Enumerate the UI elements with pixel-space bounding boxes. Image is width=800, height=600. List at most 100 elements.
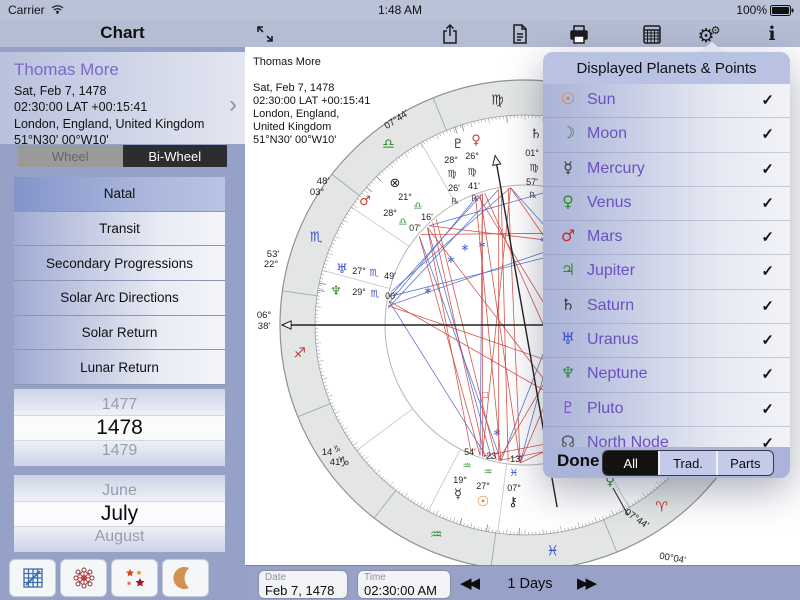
- person-place: London, England, United Kingdom: [14, 116, 205, 131]
- svg-text:∗: ∗: [477, 238, 486, 251]
- menu-item-secondary-progressions[interactable]: Secondary Progressions: [14, 246, 225, 282]
- wheel-label: 06°: [257, 310, 272, 321]
- wheel-label: ♎: [414, 201, 423, 212]
- wheel-label: 27°: [352, 266, 366, 276]
- person-time: 02:30:00 LAT +00:15:41: [14, 100, 148, 115]
- planet-list: ☉Sun✓☽Moon✓☿Mercury✓♀Venus✓♂Mars✓♃Jupite…: [543, 84, 790, 447]
- menu-item-lunar-return[interactable]: Lunar Return: [14, 350, 225, 386]
- year-picker-value-below: 1479: [101, 441, 138, 459]
- planet-label: Neptune: [587, 365, 648, 383]
- expand-icon[interactable]: [252, 21, 278, 46]
- year-picker-value-selected: 1478: [14, 414, 225, 441]
- menu-item-solar-return[interactable]: Solar Return: [14, 315, 225, 351]
- zodiac-glyph-0: ♈: [655, 499, 668, 515]
- grid-edit-button[interactable]: [9, 559, 56, 597]
- share-icon[interactable]: [437, 21, 463, 46]
- menu-item-transit[interactable]: Transit: [14, 211, 225, 247]
- planet-row-mars[interactable]: ♂Mars✓: [543, 221, 790, 256]
- wheel-label: 16': [421, 212, 433, 222]
- year-picker-value-above: 1477: [101, 395, 138, 413]
- planet-row-jupiter[interactable]: ♃Jupiter✓: [543, 255, 790, 290]
- wheel-label: ♎: [399, 217, 408, 228]
- planet-row-mercury[interactable]: ☿Mercury✓: [543, 152, 790, 187]
- planet-label: Mercury: [587, 159, 645, 177]
- svg-text:□: □: [481, 390, 489, 399]
- filter-all[interactable]: All: [603, 451, 659, 475]
- planet-row-sun[interactable]: ☉Sun✓: [543, 84, 790, 119]
- wheel-label: ♍: [448, 169, 457, 180]
- done-button[interactable]: Done: [557, 451, 600, 470]
- planet-row-venus[interactable]: ♀Venus✓: [543, 186, 790, 222]
- wheel-label: 53': [267, 249, 280, 260]
- wheel-label: ♀: [605, 474, 615, 489]
- wheel-label: ♑: [333, 445, 341, 455]
- wifi-icon: [51, 5, 64, 14]
- menu-item-natal[interactable]: Natal: [14, 177, 225, 212]
- zodiac-glyph-5: ♍: [491, 93, 504, 109]
- moon-glyph-icon: ☽: [560, 123, 576, 143]
- print-icon[interactable]: [566, 21, 592, 46]
- planet-row-moon[interactable]: ☽Moon✓: [543, 118, 790, 153]
- wheel-label: 49': [384, 271, 396, 281]
- settings-gears-icon[interactable]: ⚙⚙: [697, 24, 721, 47]
- displayed-planets-popup: Displayed Planets & Points ☉Sun✓☽Moon✓☿M…: [543, 52, 790, 478]
- wheel-label: 21°: [398, 192, 412, 202]
- wheel-label: 03°: [310, 187, 325, 198]
- time-field[interactable]: Time 02:30:00 AM: [357, 570, 451, 599]
- step-back-button[interactable]: ◀◀: [460, 575, 480, 592]
- battery-percent: 100%: [736, 3, 767, 17]
- planet-row-saturn[interactable]: ♄Saturn✓: [543, 289, 790, 325]
- person-name: Thomas More: [14, 60, 119, 79]
- wheel-label: ♀: [471, 133, 481, 148]
- planet-label: Venus: [587, 193, 632, 211]
- network-icon: [73, 567, 94, 589]
- planet-row-uranus[interactable]: ♅Uranus✓: [543, 324, 790, 359]
- checkmark-icon: ✓: [761, 229, 774, 247]
- ephemeris-table-icon[interactable]: [639, 21, 665, 46]
- checkmark-icon: ✓: [761, 194, 774, 212]
- moon-phase-button[interactable]: [162, 559, 209, 597]
- wheel-label: ♒: [463, 461, 472, 472]
- wheel-label: ♅: [336, 262, 348, 277]
- planet-row-pluto[interactable]: ♇Pluto✓: [543, 392, 790, 427]
- wheel-label: 19°: [453, 475, 467, 485]
- aspect-network-button[interactable]: [60, 559, 107, 597]
- wheel-label: ♏: [370, 268, 379, 279]
- date-field[interactable]: Date Feb 7, 1478: [258, 570, 348, 599]
- battery-status: 100%: [736, 3, 794, 17]
- planet-label: Sun: [587, 91, 616, 108]
- filter-trad[interactable]: Trad.: [658, 451, 715, 475]
- menu-item-solar-arc-directions[interactable]: Solar Arc Directions: [14, 281, 225, 316]
- battery-icon: [770, 4, 794, 16]
- wheel-toggle-wheel[interactable]: Wheel: [18, 145, 123, 167]
- step-size-label: 1 Days: [507, 576, 553, 592]
- chart-info-line-2: 02:30:00 LAT +00:15:41: [253, 95, 370, 107]
- info-icon[interactable]: i: [768, 22, 776, 45]
- planet-label: Saturn: [587, 296, 635, 314]
- planet-row-north-node[interactable]: ☊North Node✓: [543, 426, 790, 447]
- chevron-right-icon: ›: [229, 91, 237, 118]
- wheel-label: 23': [486, 451, 498, 461]
- wheel-label: 54': [464, 447, 476, 457]
- zodiac-glyph-10: ♒: [430, 527, 443, 543]
- chart-info-line-1: Sat, Feb 7, 1478: [253, 82, 334, 94]
- wheel-label: ♍: [468, 167, 477, 178]
- step-forward-button[interactable]: ▶▶: [577, 575, 597, 592]
- chart-person-card[interactable]: Thomas More Sat, Feb 7, 1478 02:30:00 LA…: [0, 52, 245, 147]
- zodiac-glyph-6: ♎: [382, 137, 395, 153]
- wheel-label: 57': [526, 177, 538, 187]
- planet-row-neptune[interactable]: ♆Neptune✓: [543, 358, 790, 393]
- wheel-label: ☉: [477, 494, 490, 510]
- wheel-toggle-bi-wheel[interactable]: Bi-Wheel: [122, 145, 227, 167]
- time-field-value: 02:30:00 AM: [364, 583, 437, 598]
- checkmark-icon: ✓: [761, 332, 774, 350]
- wheel-label: ℞: [451, 196, 459, 206]
- document-icon[interactable]: [507, 21, 533, 46]
- filter-parts[interactable]: Parts: [715, 451, 773, 475]
- mars-glyph-icon: ♂: [560, 226, 576, 246]
- carrier-text: Carrier: [8, 3, 45, 17]
- fixed-stars-button[interactable]: [111, 559, 158, 597]
